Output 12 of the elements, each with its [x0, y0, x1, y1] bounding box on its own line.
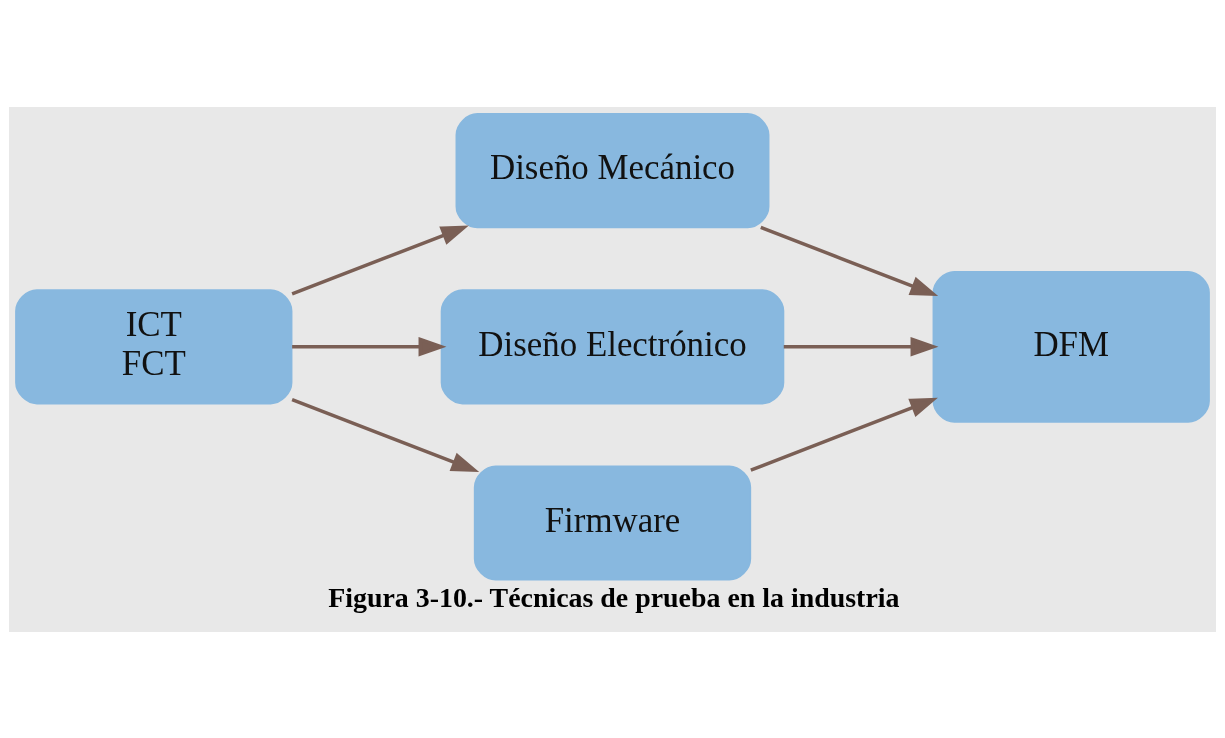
node-box: Diseño Mecánico	[455, 112, 770, 228]
arrow	[292, 336, 447, 357]
arrow	[760, 225, 939, 296]
node-box: Diseño Electrónico	[440, 288, 785, 404]
arrow	[291, 225, 469, 296]
node-box: ICT FCT	[15, 288, 293, 404]
node-box: Firmware	[473, 464, 752, 581]
node-box: DFM	[932, 270, 1210, 423]
arrow	[783, 336, 939, 357]
arrow	[291, 397, 480, 472]
arrow	[750, 397, 938, 472]
caption: Figura 3-10.- Técnicas de prueba en la industria	[328, 581, 900, 613]
